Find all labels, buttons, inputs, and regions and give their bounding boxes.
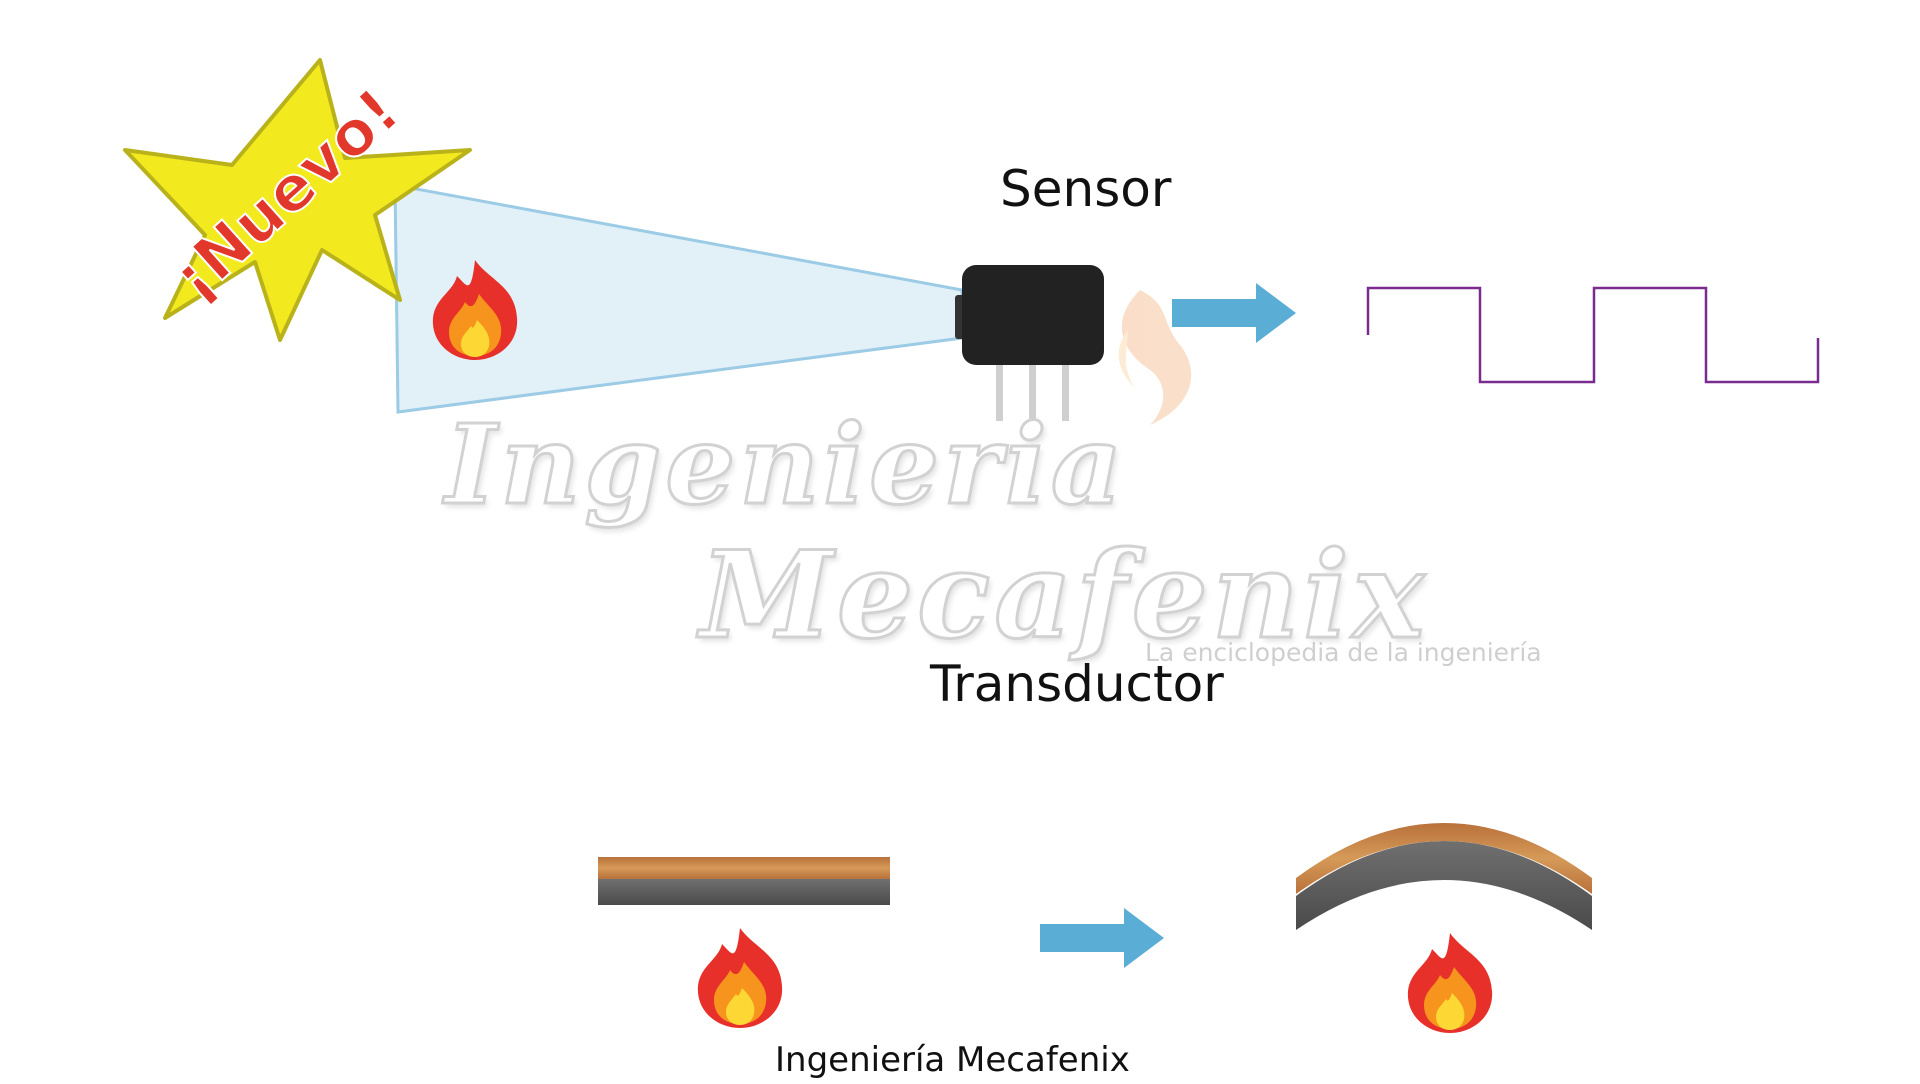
sensor-chip-icon bbox=[955, 265, 1104, 421]
right-arrow-icon bbox=[1172, 283, 1296, 343]
bimetallic-strip-flat bbox=[598, 857, 890, 905]
watermark-line-2: Mecafenix bbox=[698, 524, 1429, 668]
starburst-icon bbox=[123, 58, 472, 342]
sensor-label: Sensor bbox=[1000, 160, 1172, 218]
watermark-line-1: Ingenieria bbox=[443, 399, 1127, 531]
fire-icon bbox=[1407, 933, 1493, 1033]
watermark-tagline: La enciclopedia de la ingeniería bbox=[1145, 638, 1542, 667]
bimetallic-strip-bent bbox=[1296, 823, 1592, 930]
square-wave-signal bbox=[1366, 286, 1820, 384]
right-arrow-icon bbox=[1040, 908, 1164, 968]
heat-wisp-icon bbox=[1118, 290, 1192, 425]
transductor-label: Transductor bbox=[930, 655, 1224, 713]
footer-caption: Ingeniería Mecafenix bbox=[775, 1040, 1130, 1080]
fire-icon bbox=[697, 928, 783, 1028]
